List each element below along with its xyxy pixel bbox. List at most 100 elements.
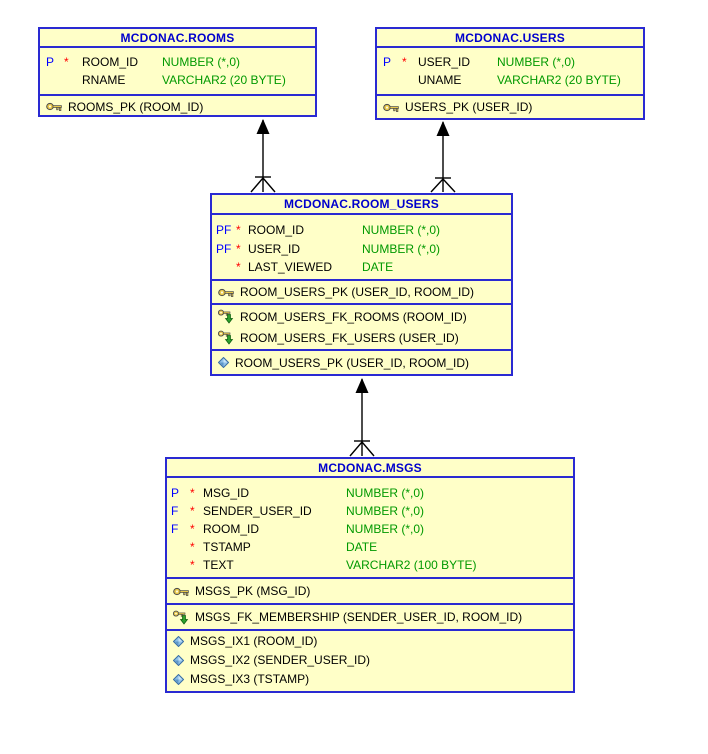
foreign-key-icon (173, 610, 189, 625)
column-name: ROOM_ID (82, 55, 139, 69)
relationship-msgs-room_users[interactable] (349, 378, 375, 457)
column-flag: F (171, 504, 179, 518)
index-label: MSGS_IX2 (SENDER_USER_ID) (190, 653, 371, 667)
column-type: DATE (362, 260, 394, 274)
column-required (402, 71, 418, 89)
column-flag (46, 71, 64, 89)
table-room-users-indexes: ROOM_USERS_PK (USER_ID, ROOM_ID) (212, 349, 511, 374)
column-flag (216, 258, 236, 277)
index-label: MSGS_IX1 (ROOM_ID) (190, 634, 318, 648)
table-msgs-indexes: MSGS_IX1 (ROOM_ID) MSGS_IX2 (SENDER_USER… (167, 629, 573, 689)
column-name: TEXT (203, 558, 234, 572)
table-room-users-fks: ROOM_USERS_FK_ROOMS (ROOM_ID) ROOM_USERS… (212, 303, 511, 349)
relationship-room_users-rooms[interactable] (250, 119, 276, 193)
column-required: * (190, 504, 195, 518)
column-flag (383, 71, 402, 89)
fk-label: MSGS_FK_MEMBERSHIP (SENDER_USER_ID, ROOM… (195, 610, 523, 624)
table-rooms-title: MCDONAC.ROOMS (40, 29, 315, 48)
fk-row: ROOM_USERS_FK_USERS (USER_ID) (212, 327, 511, 348)
table-msgs[interactable]: MCDONAC.MSGS P * MSG_ID NUMBER (*,0) F *… (165, 457, 575, 693)
table-msgs-title: MCDONAC.MSGS (167, 459, 573, 478)
one-end-arrow-icon (256, 119, 270, 134)
table-users-title: MCDONAC.USERS (377, 29, 643, 48)
column-name: ROOM_ID (248, 223, 305, 237)
fk-label: ROOM_USERS_FK_USERS (USER_ID) (240, 330, 459, 345)
column-required: * (236, 260, 241, 274)
column-type: VARCHAR2 (20 BYTE) (162, 73, 286, 87)
column-name: USER_ID (248, 241, 301, 256)
column-type: NUMBER (*,0) (162, 55, 241, 69)
index-row: MSGS_IX1 (ROOM_ID) (167, 632, 573, 651)
column-row: PF * ROOM_ID NUMBER (*,0) (216, 221, 507, 240)
table-room-users[interactable]: MCDONAC.ROOM_USERS PF * ROOM_ID NUMBER (… (210, 193, 513, 376)
column-type: VARCHAR2 (100 BYTE) (346, 558, 477, 572)
column-type: NUMBER (*,0) (362, 241, 441, 256)
column-type: NUMBER (*,0) (346, 504, 425, 518)
column-name: SENDER_USER_ID (203, 504, 312, 518)
relationship-room_users-users[interactable] (430, 121, 456, 193)
index-label: ROOM_USERS_PK (USER_ID, ROOM_ID) (235, 355, 470, 370)
pk-label: ROOMS_PK (ROOM_ID) (68, 99, 204, 114)
column-required: * (190, 522, 195, 536)
column-row: PF * USER_ID NUMBER (*,0) (216, 240, 507, 259)
column-name: RNAME (82, 73, 126, 87)
table-rooms[interactable]: MCDONAC.ROOMS P * ROOM_ID NUMBER (*,0) R… (38, 27, 317, 117)
column-flag (171, 556, 190, 574)
column-flag: P (171, 486, 180, 500)
column-name: LAST_VIEWED (248, 260, 333, 274)
column-type: NUMBER (*,0) (346, 486, 425, 500)
column-row: RNAME VARCHAR2 (20 BYTE) (44, 71, 311, 89)
table-users-keys: USERS_PK (USER_ID) (377, 94, 643, 118)
table-msgs-columns: P * MSG_ID NUMBER (*,0) F * SENDER_USER_… (167, 478, 573, 577)
column-required: * (190, 558, 195, 572)
column-type: NUMBER (*,0) (362, 223, 441, 237)
table-rooms-keys: ROOMS_PK (ROOM_ID) (40, 94, 315, 117)
column-flag (171, 538, 190, 556)
pk-row: ROOM_USERS_PK (USER_ID, ROOM_ID) (212, 285, 511, 299)
primary-key-icon (383, 103, 399, 112)
column-flag: P (46, 55, 55, 69)
index-icon (173, 635, 184, 647)
table-users[interactable]: MCDONAC.USERS P * USER_ID NUMBER (*,0) U… (375, 27, 645, 120)
column-row: P * USER_ID NUMBER (*,0) (381, 53, 639, 71)
primary-key-icon (218, 288, 234, 297)
index-icon (173, 673, 184, 685)
pk-label: ROOM_USERS_PK (USER_ID, ROOM_ID) (240, 285, 475, 299)
column-row: * TSTAMP DATE (171, 538, 569, 556)
column-flag: F (171, 522, 179, 536)
table-msgs-pk: MSGS_PK (MSG_ID) (167, 577, 573, 603)
column-row: P * ROOM_ID NUMBER (*,0) (44, 53, 311, 71)
pk-row: ROOMS_PK (ROOM_ID) (40, 100, 315, 114)
column-row: UNAME VARCHAR2 (20 BYTE) (381, 71, 639, 89)
table-users-columns: P * USER_ID NUMBER (*,0) UNAME VARCHAR2 … (377, 48, 643, 94)
pk-label: MSGS_PK (MSG_ID) (195, 584, 311, 598)
column-required: * (236, 223, 241, 237)
column-required: * (190, 540, 195, 554)
one-end-arrow-icon (355, 378, 369, 393)
fk-label: ROOM_USERS_FK_ROOMS (ROOM_ID) (240, 309, 467, 324)
column-name: USER_ID (418, 55, 471, 69)
column-row: * LAST_VIEWED DATE (216, 258, 507, 277)
column-name: TSTAMP (203, 540, 251, 554)
column-name: MSG_ID (203, 486, 250, 500)
column-required: * (190, 486, 195, 500)
foreign-key-icon (218, 330, 234, 345)
index-icon (218, 357, 229, 368)
table-room-users-columns: PF * ROOM_ID NUMBER (*,0) PF * USER_ID N… (212, 215, 511, 279)
column-row: P * MSG_ID NUMBER (*,0) (171, 484, 569, 502)
column-row: F * ROOM_ID NUMBER (*,0) (171, 520, 569, 538)
column-required: * (236, 241, 241, 256)
column-row: * TEXT VARCHAR2 (100 BYTE) (171, 556, 569, 574)
pk-row: USERS_PK (USER_ID) (377, 100, 643, 114)
column-required (64, 71, 82, 89)
table-msgs-fks: MSGS_FK_MEMBERSHIP (SENDER_USER_ID, ROOM… (167, 603, 573, 629)
column-required: * (402, 55, 407, 69)
index-row: ROOM_USERS_PK (USER_ID, ROOM_ID) (212, 356, 511, 370)
index-label: MSGS_IX3 (TSTAMP) (190, 672, 310, 686)
table-room-users-title: MCDONAC.ROOM_USERS (212, 195, 511, 215)
pk-row: MSGS_PK (MSG_ID) (167, 584, 573, 598)
primary-key-icon (46, 102, 62, 111)
one-end-arrow-icon (436, 121, 450, 136)
